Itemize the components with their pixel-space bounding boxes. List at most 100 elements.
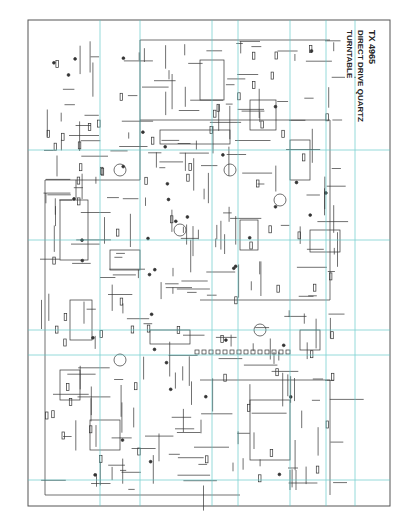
wire: [159, 167, 165, 168]
resistor-symbol: [269, 226, 272, 233]
wire: [128, 489, 134, 490]
resistor-symbol: [151, 137, 154, 144]
resistor-symbol: [252, 52, 255, 59]
signal-bus: [200, 300, 330, 495]
connector-pin: [251, 350, 255, 354]
wire: [177, 289, 210, 290]
wire: [329, 314, 345, 315]
wire: [108, 294, 132, 295]
wire: [185, 153, 186, 171]
wire: [220, 221, 221, 250]
wire: [41, 300, 42, 329]
wire: [128, 95, 137, 96]
wire: [297, 267, 327, 268]
resistor-symbol: [310, 351, 313, 358]
wire: [223, 212, 232, 213]
wire: [57, 156, 58, 177]
wire: [191, 381, 192, 405]
wire: [177, 432, 201, 433]
wire: [294, 378, 295, 401]
wire: [260, 459, 261, 466]
resistor-symbol: [235, 297, 238, 304]
wire: [198, 230, 199, 240]
resistor-symbol: [47, 130, 50, 137]
resistor-symbol: [170, 216, 173, 223]
ic-block: [90, 420, 120, 450]
wire: [307, 195, 320, 196]
transistor-symbol: [224, 164, 236, 176]
wire: [304, 98, 313, 99]
wire: [113, 274, 136, 275]
wire: [312, 129, 313, 163]
wire: [259, 261, 260, 274]
junction-dot: [53, 61, 56, 64]
connector-pin: [272, 350, 276, 354]
wire: [252, 413, 287, 414]
title-text: TX 4965: [367, 28, 377, 66]
wire: [208, 173, 209, 203]
junction-dot: [282, 344, 285, 347]
wire: [243, 458, 244, 470]
resistor-symbol: [116, 229, 119, 236]
junction-dot: [122, 57, 125, 60]
resistor-symbol: [329, 273, 332, 280]
wire: [76, 125, 91, 126]
wire: [201, 420, 202, 434]
wire: [294, 54, 295, 61]
connector-pin: [265, 350, 269, 354]
wire: [61, 140, 62, 151]
wire: [124, 60, 153, 61]
wire: [316, 319, 317, 349]
wire: [237, 433, 250, 434]
resistor-symbol: [145, 177, 148, 184]
wire: [226, 104, 233, 105]
wire: [144, 48, 145, 62]
wire: [233, 463, 234, 472]
wire: [289, 483, 318, 484]
wire: [242, 173, 272, 174]
resistor-symbol: [257, 180, 260, 187]
wire: [165, 283, 179, 284]
resistor-symbol: [101, 168, 104, 175]
resistor-symbol: [331, 373, 334, 380]
wire: [275, 166, 276, 192]
resistor-symbol: [313, 284, 316, 291]
wire: [318, 427, 319, 455]
wire: [119, 146, 147, 147]
wire: [59, 200, 72, 201]
wire: [114, 257, 122, 258]
wire: [166, 287, 192, 288]
wire: [219, 358, 243, 359]
wire: [112, 467, 113, 480]
resistor-symbol: [77, 177, 80, 184]
wire: [328, 87, 329, 108]
supply-bus: [45, 40, 330, 180]
wire: [78, 396, 111, 397]
resistor-symbol: [253, 82, 256, 89]
resistor-symbol: [131, 326, 134, 333]
wire: [165, 45, 166, 68]
resistor-symbol: [52, 411, 55, 418]
signal-bus: [140, 120, 330, 300]
scan-line: [28, 330, 390, 331]
title-text: TURNTABLE: [345, 28, 354, 80]
wire: [255, 327, 269, 328]
transistor-symbol: [114, 164, 126, 176]
wire: [206, 50, 222, 51]
wire: [156, 152, 157, 167]
wire: [240, 41, 260, 42]
junction-dot: [74, 58, 77, 61]
junction-dot: [165, 361, 168, 364]
wire: [78, 367, 110, 368]
resistor-symbol: [79, 164, 82, 171]
wire: [236, 43, 243, 44]
wire: [153, 455, 154, 484]
resistor-symbol: [54, 143, 57, 150]
wire: [330, 442, 343, 443]
wire: [175, 373, 176, 389]
ic-block: [70, 300, 92, 340]
connector-pin: [230, 350, 234, 354]
scan-line: [238, 20, 239, 506]
junction-dot: [274, 205, 277, 208]
resistor-symbol: [64, 313, 67, 320]
